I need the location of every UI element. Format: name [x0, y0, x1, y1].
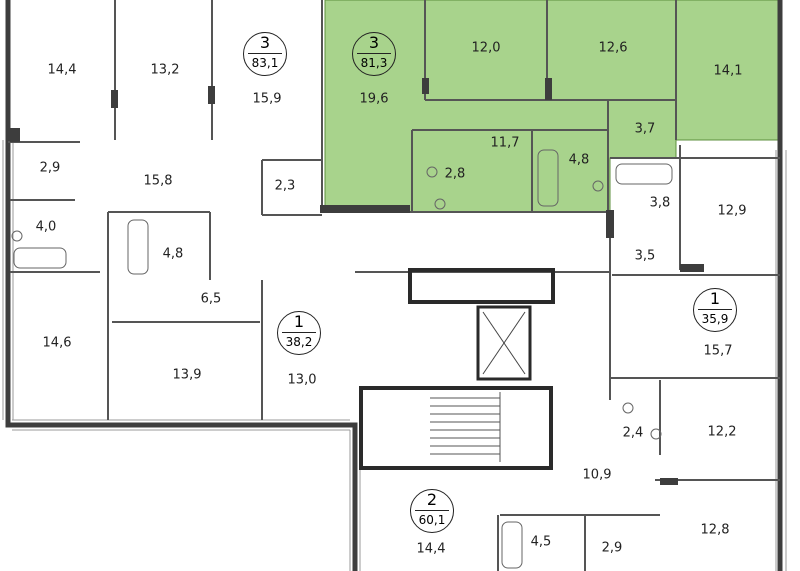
stair-core [359, 268, 555, 470]
room-area[interactable]: 14,4 [416, 541, 446, 557]
room-area[interactable]: 15,7 [703, 343, 733, 359]
room-area[interactable]: 3,5 [634, 248, 656, 264]
apartment-rooms: 3 [357, 33, 391, 54]
room-area[interactable]: 11,7 [490, 135, 520, 151]
room-area[interactable]: 13,9 [172, 367, 202, 383]
room-area[interactable]: 12,0 [471, 40, 501, 56]
exterior-walls [5, 0, 783, 571]
room-area[interactable]: 4,8 [568, 152, 590, 168]
room-area[interactable]: 14,4 [47, 62, 77, 78]
room-area[interactable]: 2,4 [622, 425, 644, 441]
room-area[interactable]: 3,7 [634, 121, 656, 137]
apartment-rooms: 2 [415, 490, 449, 511]
room-area[interactable]: 12,9 [717, 203, 747, 219]
apartment-area: 38,2 [285, 335, 313, 349]
apartment-area: 60,1 [418, 513, 446, 527]
selected-apartment-fill[interactable] [324, 0, 779, 213]
room-area[interactable]: 12,2 [707, 424, 737, 440]
room-area[interactable]: 15,9 [252, 91, 282, 107]
room-area[interactable]: 10,9 [582, 467, 612, 483]
fixtures [11, 149, 673, 569]
apartment-area: 83,1 [251, 56, 279, 70]
room-area[interactable]: 2,9 [39, 160, 61, 176]
room-area[interactable]: 2,3 [274, 178, 296, 194]
interior-walls [8, 0, 780, 571]
room-area[interactable]: 14,1 [713, 63, 743, 79]
apartment-area: 81,3 [360, 56, 388, 70]
room-area[interactable]: 19,6 [359, 91, 389, 107]
room-area[interactable]: 12,8 [700, 522, 730, 538]
room-area[interactable]: 2,8 [444, 166, 466, 182]
room-area[interactable]: 14,6 [42, 335, 72, 351]
room-area[interactable]: 4,5 [530, 534, 552, 550]
room-area[interactable]: 12,6 [598, 40, 628, 56]
apartment-badge-bottom[interactable]: 2 60,1 [410, 489, 454, 533]
room-area[interactable]: 6,5 [200, 291, 222, 307]
room-area[interactable]: 13,2 [150, 62, 180, 78]
wall-markers [10, 78, 704, 485]
room-area[interactable]: 4,8 [162, 246, 184, 262]
apartment-rooms: 1 [698, 289, 732, 310]
apartment-badge-top-left[interactable]: 3 83,1 [243, 32, 287, 76]
room-area[interactable]: 2,9 [601, 540, 623, 556]
apartment-badge-left-middle[interactable]: 1 38,2 [277, 311, 321, 355]
apartment-rooms: 3 [248, 33, 282, 54]
apartment-badge-right-middle[interactable]: 1 35,9 [693, 288, 737, 332]
apartment-area: 35,9 [701, 312, 729, 326]
room-area[interactable]: 13,0 [287, 372, 317, 388]
room-area[interactable]: 4,0 [35, 219, 57, 235]
windows [2, 140, 787, 571]
room-area[interactable]: 3,8 [649, 195, 671, 211]
room-area[interactable]: 15,8 [143, 173, 173, 189]
apartment-badge-selected[interactable]: 3 81,3 [352, 32, 396, 76]
apartment-rooms: 1 [282, 312, 316, 333]
